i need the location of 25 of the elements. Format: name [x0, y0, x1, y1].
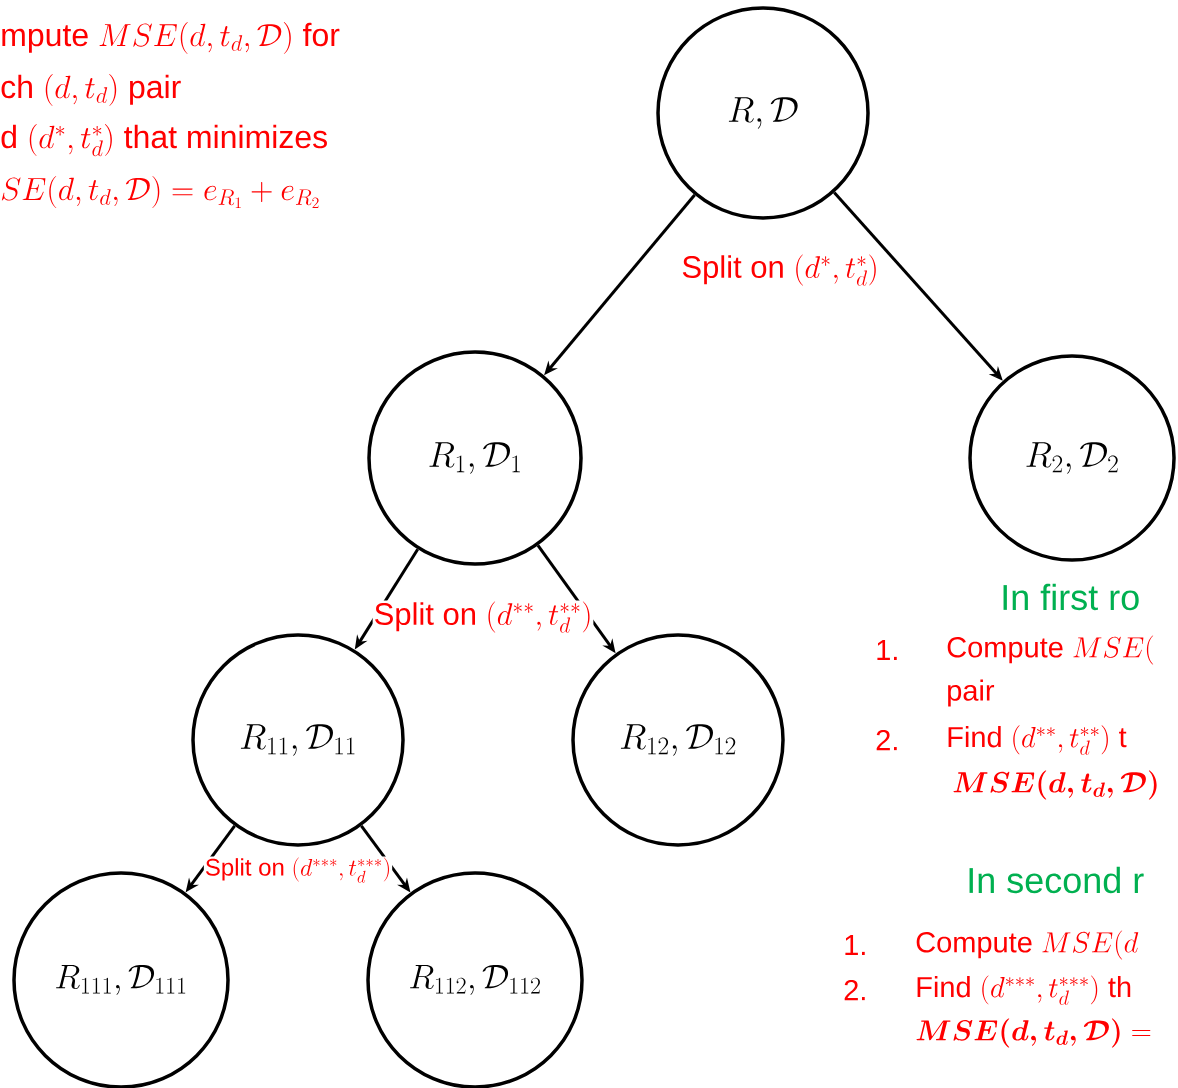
- note-text: $\boldsymbol{MSE(d,t_d,\mathcal{D})}$: [953, 770, 1157, 800]
- tree-node: $R_{12},\mathcal{D}_{12}$: [571, 633, 785, 847]
- edge-label: $\text{Split on }(d^{**},t_d^{**})$: [372, 600, 594, 634]
- note-text: $\text{pair}$: [948, 679, 995, 707]
- note-text: $\text{mpute }MSE(d,t_d,\mathcal{D})\text{ for}$: [2, 22, 340, 54]
- note-text: $\text{Find }(d^{**},t_d^{**})\text{ t}$: [948, 725, 1127, 755]
- tree-node: $R_2,\mathcal{D}_2$: [968, 354, 1176, 562]
- note-text: $\text{Compute }MSE(d$: [916, 930, 1139, 960]
- heading: $\text{In second r}$: [969, 866, 1144, 894]
- edge-label: $\text{Split on }(d^{***},t_d^{***})$: [203, 856, 393, 884]
- note-text: $SE(d,t_d,\mathcal{D})=e_{R_1}+e_{R_2}$: [1, 175, 319, 209]
- tree-node: $R_{11},\mathcal{D}_{11}$: [191, 633, 405, 847]
- note-text: $\text{Find }(d^{***},t_d^{***})\text{ th}$: [917, 975, 1131, 1005]
- list-number: $\text{2.}$: [876, 729, 897, 751]
- heading: $\text{In first ro}$: [1003, 583, 1139, 611]
- note-text: $\text{d }(d^*,t_d^*)\text{ that minimizes}$: [1, 124, 327, 157]
- list-number: $\text{2.}$: [844, 979, 865, 1001]
- note-text: $\text{ch }(d,t_d)\text{ pair}$: [1, 74, 181, 106]
- note-text: $\boldsymbol{MSE(d,t_d,\mathcal{D})}=$: [916, 1018, 1151, 1048]
- list-number: $\text{1.}$: [845, 935, 865, 955]
- tree-node: $R,\mathcal{D}$: [656, 6, 870, 220]
- edge-label: $\text{Split on }(d^*,t_d^*)$: [680, 253, 880, 287]
- note-text: $\text{Compute }MSE($: [947, 635, 1154, 665]
- list-number: $\text{1.}$: [877, 640, 897, 660]
- tree-node: $R_1,\mathcal{D}_1$: [367, 350, 583, 566]
